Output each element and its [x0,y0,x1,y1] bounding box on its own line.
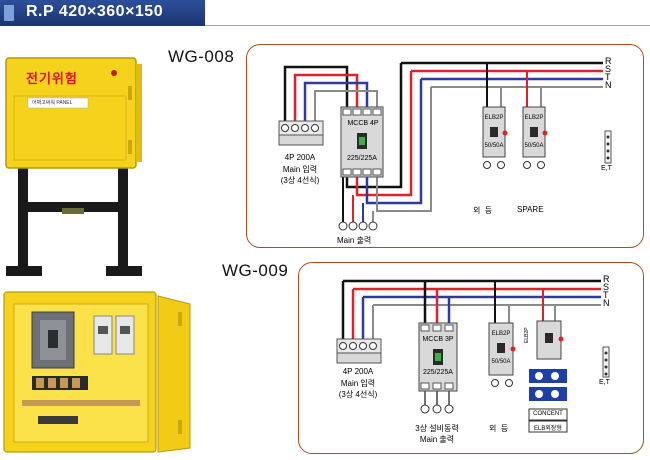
circuit-outdoor-label: 외 등 [473,206,493,215]
input-label-2: Main 입력 [282,165,318,174]
title-bar: R.P 420×360×150 [0,0,205,26]
circuit-spare-label: SPARE [517,205,544,214]
bus-label-s: S [603,282,610,292]
elb-box-label: ELB외장형 [534,426,562,432]
bus-label-r: R [603,274,610,284]
elb-rating-1: 50/50A [484,143,504,149]
bus-label-n: N [603,298,610,308]
ground-label: E,T [599,379,610,386]
bus-label-s: S [605,64,612,74]
mccb-rating: 225/225A [423,369,453,376]
panel-nameplate: 어쩌고써워 PANEL [32,100,73,106]
title-accent [4,5,14,21]
bus-label-t: T [603,290,609,300]
input-label-2: Main 입력 [340,379,376,388]
elb-rating: 50/50A [491,359,511,365]
input-label-3: (3상 4선식) [338,390,378,399]
elb-label-2: ELB2P [524,115,544,121]
model-label-wg008: WG-008 [168,47,235,66]
model-label-wg009: WG-009 [222,261,289,280]
circuit-outdoor-label: 외 등 [489,424,509,433]
input-label-3: (3상 4선식) [280,176,320,185]
mccb-rating: 225/225A [347,155,377,162]
output-label-1: 3상 설비동력 [415,424,459,433]
photo-open-panel [2,290,192,456]
bus-label-n: N [605,80,612,90]
photo-closed-panel: 전기위험 어쩌고써워 PANEL [2,56,148,280]
ground-label: E,T [601,165,612,172]
elb-small-label: ELB2P [524,327,530,343]
diagram-wg008: R S T N MCCB 4P 225/225A ELB2P 50/50A EL… [246,44,644,248]
input-label-1: 4P 200A [284,153,316,162]
output-label: Main 출력 [337,236,372,245]
elb-label: ELB2P [491,331,511,337]
bus-label-t: T [605,72,611,82]
mccb-label: MCCB 4P [347,120,379,127]
elb-label-1: ELB2P [484,115,504,121]
title-rule [205,25,650,26]
input-label-1: 4P 200A [342,367,374,376]
elb-rating-2: 50/50A [524,143,544,149]
diagram-wg009: R S T N MCCB 3P 225/225A ELB2P 50/50A EL… [298,262,644,454]
mccb-label: MCCB 3P [422,336,454,343]
output-label-2: Main 출력 [419,435,455,444]
warning-text: 전기위험 [26,71,78,86]
concent-label: CONCENT [533,411,563,417]
page-title: R.P 420×360×150 [26,3,164,20]
bus-label-r: R [605,56,612,66]
